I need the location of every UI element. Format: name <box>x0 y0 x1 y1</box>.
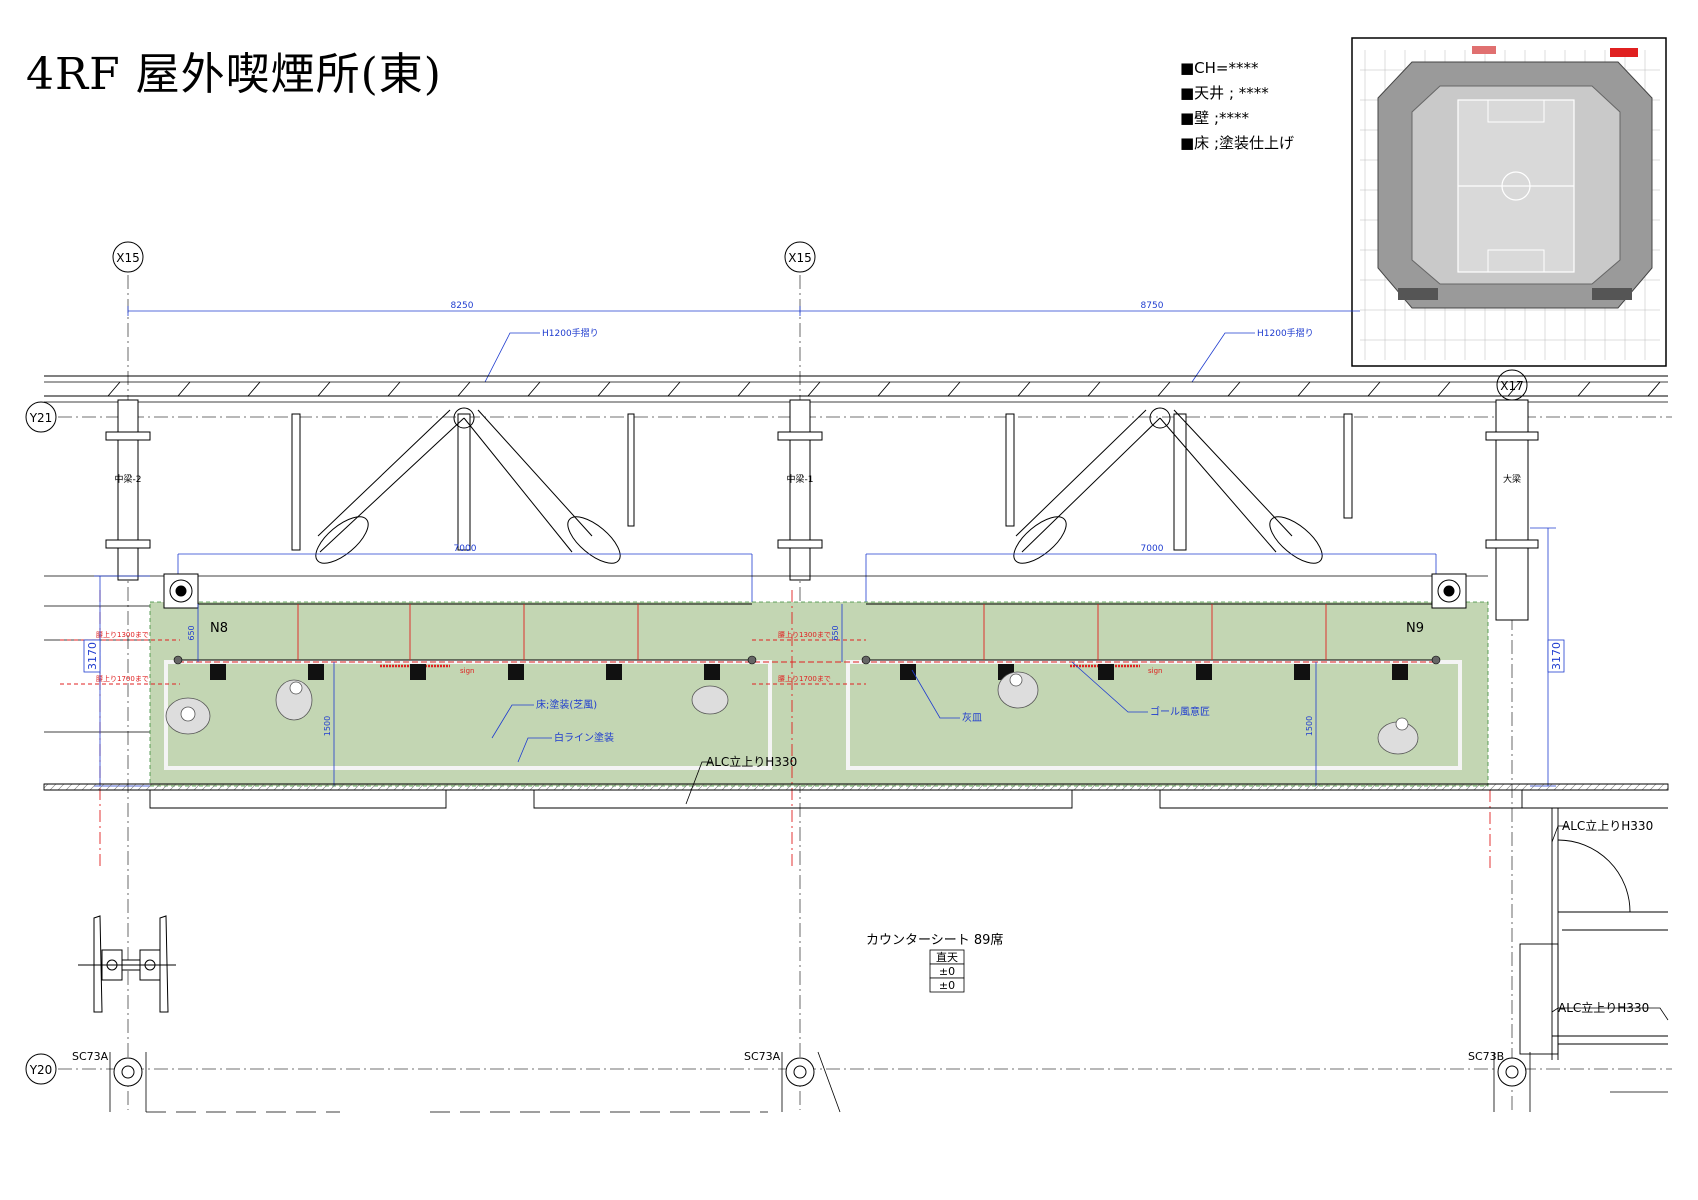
floor-paint-area <box>149 601 1489 787</box>
ceiling-row-1: 直天 <box>936 950 958 964</box>
people-figures <box>165 671 1419 755</box>
grid-bubble-y21 <box>25 401 57 433</box>
label-sign-left: sign <box>460 667 474 675</box>
dim-offset-left: 650 <box>187 625 196 640</box>
label-sign-right: sign <box>1148 667 1162 675</box>
note-alc-2: ALC立上りH330 <box>1562 818 1653 833</box>
dim-height-right: 3170 <box>1550 642 1563 670</box>
red-note-mid-top: 腰上り1300まで <box>778 630 831 639</box>
red-note-left-top: 腰上り1300まで <box>96 630 149 639</box>
dim-height-left: 3170 <box>86 642 99 670</box>
dim-inner-left: 7000 <box>454 544 477 554</box>
red-note-left-bottom: 腰上り1700まで <box>96 674 149 683</box>
legend-ceiling: ■天井 ; **** <box>1180 84 1269 102</box>
note-alc-1: ALC立上りH330 <box>706 754 797 769</box>
equipment-fixture <box>78 915 176 1013</box>
grid-label-x15-right: X15 <box>788 251 812 265</box>
red-note-mid-bottom: 腰上り1700まで <box>778 674 831 683</box>
dim-offset-right: 650 <box>831 625 840 640</box>
grid-bubble-x15-left <box>112 241 144 273</box>
room-name-counter-seat: カウンターシート 89席 <box>866 932 1003 948</box>
label-sc-mid: SC73A <box>744 1050 781 1063</box>
label-beam-right: 大梁 <box>1503 473 1521 485</box>
drawing-title: 4RF 屋外喫煙所(東) <box>26 49 442 100</box>
label-n8: N8 <box>210 621 228 636</box>
label-sc-left: SC73A <box>72 1050 109 1063</box>
label-sc-right: SC73B <box>1468 1050 1504 1063</box>
key-plan-thumbnail <box>1351 37 1667 367</box>
ceiling-row-2: ±0 <box>939 965 955 978</box>
lower-wall <box>43 783 1669 1060</box>
note-alc-3: ALC立上りH330 <box>1558 1000 1649 1015</box>
legend-ch: ■CH=**** <box>1180 59 1259 77</box>
note-handrail-left: H1200手摺り <box>542 327 599 339</box>
ashtrays <box>210 664 1408 680</box>
label-n9: N9 <box>1406 621 1424 636</box>
dim-depth-left: 1500 <box>323 716 332 736</box>
note-white-line: 白ライン塗装 <box>554 731 614 744</box>
note-goal: ゴール風意匠 <box>1150 705 1210 718</box>
grid-label-x15-left: X15 <box>116 251 140 265</box>
railing <box>178 603 1436 661</box>
roof-parapet <box>44 375 1668 403</box>
roof-drains <box>163 573 1467 609</box>
dim-top-left: 8250 <box>451 301 474 311</box>
dim-depth-right: 1500 <box>1305 716 1314 736</box>
note-handrail-right: H1200手摺り <box>1257 327 1314 339</box>
grid-label-y21: Y21 <box>29 411 53 425</box>
diagonal-braces <box>315 407 1323 564</box>
note-ashtray: 灰皿 <box>962 711 982 724</box>
grid-bubble-y20 <box>25 1053 57 1085</box>
dim-top-right: 8750 <box>1141 301 1164 311</box>
legend-wall: ■壁 ;**** <box>1180 109 1249 127</box>
grid-label-x17: X17 <box>1500 379 1524 393</box>
grid-label-y20: Y20 <box>29 1063 53 1077</box>
grid-bubble-x15-right <box>784 241 816 273</box>
legend-floor: ■床 ;塗装仕上げ <box>1180 134 1294 152</box>
label-beam-mid: 中梁-1 <box>787 473 814 485</box>
label-beam-left: 中梁-2 <box>115 473 142 485</box>
ceiling-row-3: ±0 <box>939 979 955 992</box>
dim-inner-right: 7000 <box>1141 544 1164 554</box>
note-floor-paint: 床;塗装(芝風) <box>536 698 597 711</box>
spec-legend: ■CH=**** ■天井 ; **** ■壁 ;**** ■床 ;塗装仕上げ <box>1180 56 1294 156</box>
steel-columns <box>105 399 1539 621</box>
